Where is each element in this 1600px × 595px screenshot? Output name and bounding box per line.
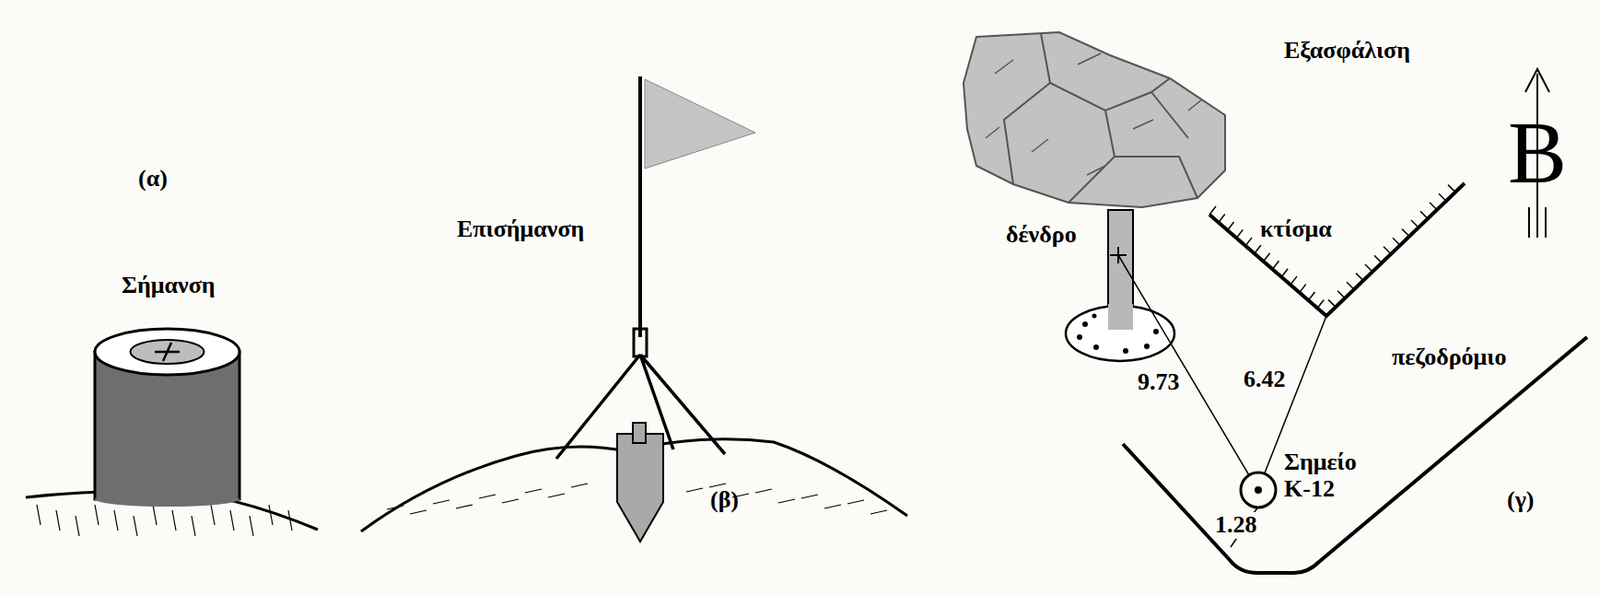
hatch-stroke [36,504,41,526]
flag [644,79,756,169]
object-name: κτίσμα [1258,216,1334,244]
hatch-stroke [1308,291,1315,301]
object-name: πεζοδρόμιο [1389,344,1508,372]
hatch-stroke [1346,281,1355,290]
panel-letter: (γ) [1505,487,1536,514]
hatch-stroke [1401,229,1410,237]
hatch-stroke [548,493,565,498]
hatch-stroke [1209,206,1216,215]
dimension: 9.73 [1135,369,1182,397]
ground-hatch [36,504,292,537]
hatch-stroke [525,489,542,493]
tree-trunk [1108,210,1133,330]
hatch-stroke [847,500,865,504]
tree-base-dots [1076,314,1159,355]
hatch-stroke [1227,221,1235,231]
stake-head [632,422,646,444]
monument-mark [130,339,205,364]
dimension: 1.28 [1213,512,1260,539]
point-symbol [1240,472,1276,508]
point-name: Σημείο Κ-12 [1282,449,1371,503]
cross-mark [154,342,180,362]
tie-line [1118,255,1252,480]
hatch-stroke [1299,284,1307,293]
hatch-stroke [288,510,292,531]
pole-clamp [633,328,647,357]
hatch-stroke [432,500,450,504]
tripod-legs [556,354,725,459]
hatch-stroke [1245,237,1252,246]
hatch-stroke [191,515,196,537]
hatch-stroke [114,510,118,531]
hatch-stroke [870,510,888,514]
hatch-stroke [386,505,404,510]
hatch-stroke [152,504,157,526]
hatch-stroke [1392,237,1401,246]
hatch-stroke [1328,299,1336,307]
hatch-stroke [1317,300,1324,309]
hatch-stroke [778,499,795,503]
hatch-stroke [801,494,818,499]
hatch-stroke [133,515,138,537]
hatch-stroke [1355,273,1364,281]
hatch-stroke [75,515,80,537]
ground-line [25,490,318,530]
hatch-stroke [455,504,473,509]
hatch-stroke [172,510,176,531]
hatch-stroke [755,489,772,493]
hatch-stroke [1254,245,1262,254]
hatch-stroke [1429,202,1437,211]
monument-top [94,328,240,375]
north-arrow-tail [1529,207,1546,238]
hatch-stroke [1420,210,1428,219]
hatch-stroke [210,504,215,526]
hatch-stroke [268,504,273,526]
hatch-stroke [56,510,60,531]
panel-letter: (β) [708,487,741,514]
panel-title: Σήμανση [119,272,218,300]
hatch-stroke [1281,268,1288,278]
hatch-stroke [1438,193,1447,201]
hatch-stroke [1337,291,1345,299]
sidewalk-edge [1122,337,1588,573]
flag-pole [638,76,643,338]
hatch-stroke [94,504,99,526]
hatch-stroke [1272,260,1279,269]
north-letter: Β [1506,104,1569,202]
hatch-stroke [1365,264,1373,272]
hatch-stroke [502,499,519,503]
hatch-stroke [1263,253,1271,262]
stake [617,433,664,542]
building-hatch [1209,185,1456,309]
tree-trunk-foot [1108,303,1133,330]
panel-title: Εξασφάλιση [1282,37,1413,65]
hatch-stroke [571,483,588,488]
panel-title: Επισήμανση [455,216,586,244]
point-dot [1254,486,1262,494]
building-corner [1209,183,1465,316]
hatch-stroke [1448,185,1456,193]
dimension: 6.42 [1241,366,1288,394]
panel-letter: (α) [136,165,170,193]
hatch-stroke [1236,229,1243,238]
hatch-stroke [249,515,254,537]
hatch-stroke [1383,246,1391,255]
hatch-stroke [1218,213,1226,222]
hatch-stroke [478,494,496,499]
tree-canopy [963,32,1226,208]
hatch-stroke [230,510,234,531]
hatch-stroke [1374,255,1382,263]
hatch-stroke [686,488,703,492]
hatch-stroke [824,504,841,509]
hatch-stroke [1411,220,1419,228]
object-name: δένδρο [1004,221,1079,249]
hatch-stroke [409,510,427,514]
monument-base [94,491,240,507]
hatch-stroke [1290,276,1297,285]
